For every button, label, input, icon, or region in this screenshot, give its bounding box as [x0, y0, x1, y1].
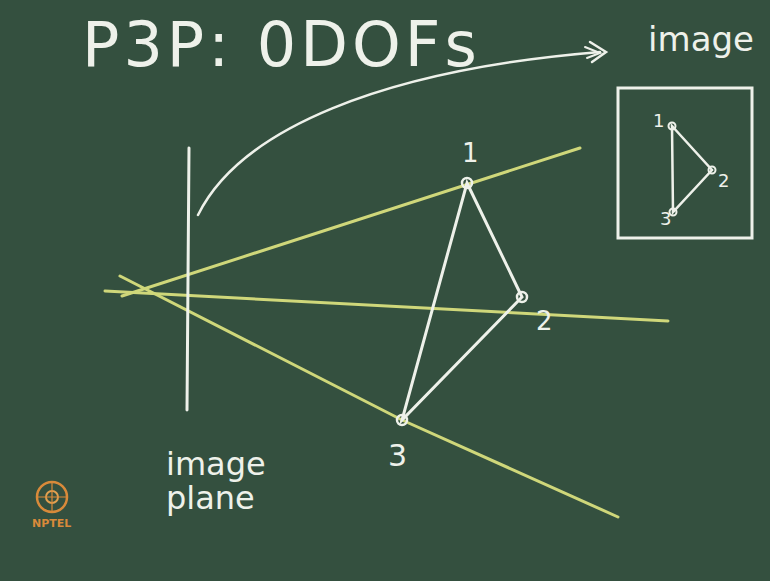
- image-point-number: 3: [660, 210, 671, 229]
- image-point-number: 2: [718, 172, 729, 191]
- plane-label: image plane: [166, 448, 276, 515]
- image-point-number: 1: [653, 112, 664, 131]
- point-number: 1: [462, 140, 479, 167]
- board-title: P3P: 0DOFs: [82, 12, 481, 77]
- point-number: 2: [536, 308, 553, 335]
- image-box: image: [608, 22, 758, 244]
- point-number: 3: [388, 440, 407, 472]
- logo-text: NPTEL: [32, 518, 71, 530]
- image-heading: image: [608, 22, 758, 58]
